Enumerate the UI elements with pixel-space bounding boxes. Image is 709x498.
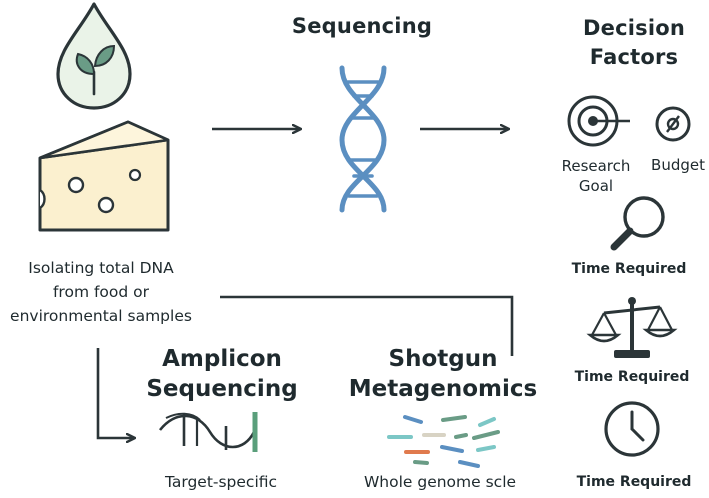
balance-scale-icon [586,297,678,358]
shotgun-title: Shotgun Metagenomics [349,344,537,404]
shotgun-title-line1: Shotgun [388,346,498,372]
research-goal-label-line1: Research [561,157,631,175]
research-goal-label: Research Goal [562,156,631,196]
isolation-caption-line3: environmental samples [10,307,192,325]
time-required-label-2: Time Required [574,369,690,385]
budget-label: Budget [651,156,705,174]
decision-factors-title: Decision Factors [583,14,685,72]
research-goal-label-line2: Goal [578,177,614,195]
connector-to-shotgun [220,295,514,356]
dna-fragments-icon [387,415,500,468]
water-drop-with-leaf-icon [56,2,132,110]
shotgun-caption: Whole genome scle [363,473,517,491]
amplicon-title-line1: Amplicon [162,346,282,372]
target-icon [567,95,630,147]
shotgun-title-line2: Metagenomics [348,376,538,402]
amplicon-title-line2: Sequencing [146,376,298,402]
isolation-caption: Isolating total DNA from food or environ… [10,256,192,328]
amplicon-wave-icon [158,412,258,452]
isolation-caption-line1: Isolating total DNA [28,259,174,277]
magnifier-icon [610,196,665,251]
dna-helix-icon [339,65,387,213]
cheese-icon [38,120,170,232]
isolation-caption-line2: from food or [52,283,150,301]
amplicon-caption: Target-specific [164,473,278,491]
clock-icon [604,401,660,457]
amplicon-title: Amplicon Sequencing [146,344,297,404]
coin-icon [655,106,691,142]
arrow-to-amplicon [96,348,134,438]
decision-factors-title-line1: Decision [583,16,685,40]
sequencing-title: Sequencing [291,14,433,38]
time-required-label-3: Time Required [576,474,692,490]
time-required-label-1: Time Required [571,261,687,277]
decision-factors-title-line2: Factors [589,45,679,69]
